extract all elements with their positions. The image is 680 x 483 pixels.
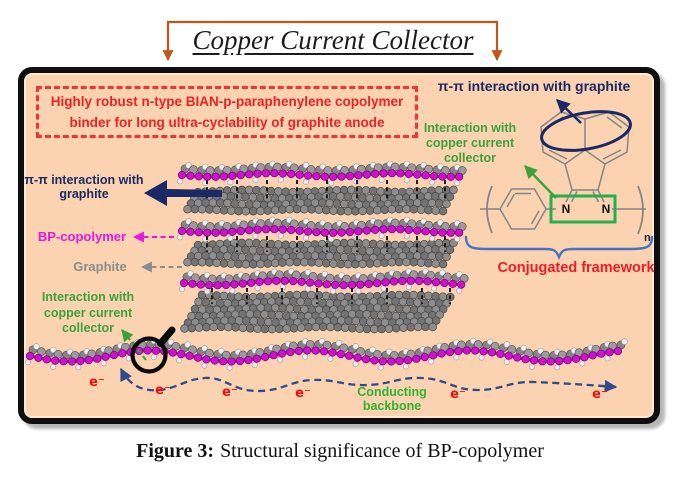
pi-interaction-label-left: π-π interaction with graphite <box>20 173 148 202</box>
electron-label: e⁻ <box>592 387 608 402</box>
electron-label: e⁻ <box>89 375 105 390</box>
figure-caption: Figure 3:Structural significance of BP-c… <box>0 440 680 463</box>
pi-left-line1: π-π interaction with <box>24 173 144 187</box>
nitrogen-label-left: N <box>561 202 571 216</box>
copper-interaction-right-line2: copper current <box>425 136 515 150</box>
figure-caption-number: Figure 3: <box>136 440 215 462</box>
bp-copolymer-label: BP-copolymer <box>37 229 127 244</box>
copper-interaction-left-line2: copper current <box>43 305 133 320</box>
figure-caption-text: Structural significance of BP-copolymer <box>220 440 544 462</box>
figure-title: Copper Current Collector <box>192 25 474 55</box>
repeat-unit-subscript: n <box>644 232 651 244</box>
electron-label: e⁻ <box>450 387 466 402</box>
conjugated-framework-label: Conjugated framework <box>497 260 655 276</box>
claim-line2: binder for long ultra-cyclability of gra… <box>69 114 385 130</box>
copper-interaction-right-line1: Interaction with <box>423 121 517 135</box>
conducting-backbone-label: Conducting backbone <box>357 385 427 413</box>
copper-interaction-label-left: Interaction with copper current collecto… <box>32 290 144 337</box>
copper-interaction-label-right: Interaction with copper current collecto… <box>420 121 520 166</box>
electron-label: e⁻ <box>155 383 171 398</box>
pi-left-line2: graphite <box>59 187 109 202</box>
copper-interaction-left-line3: collector <box>61 321 115 336</box>
pi-interaction-label-right: π-π interaction with graphite <box>437 78 631 94</box>
copper-interaction-right-line3: collector <box>443 151 497 165</box>
graphite-label: Graphite <box>73 259 127 274</box>
copper-interaction-left-line1: Interaction with <box>41 290 135 304</box>
nitrogen-label-right: N <box>601 202 611 216</box>
claim-line1: Highly robust n-type BIAN-p-paraphenylen… <box>50 93 404 109</box>
claim-box: Highly robust n-type BIAN-p-paraphenylen… <box>36 86 418 138</box>
electron-label: e⁻ <box>222 385 238 400</box>
electron-label: e⁻ <box>295 386 311 401</box>
